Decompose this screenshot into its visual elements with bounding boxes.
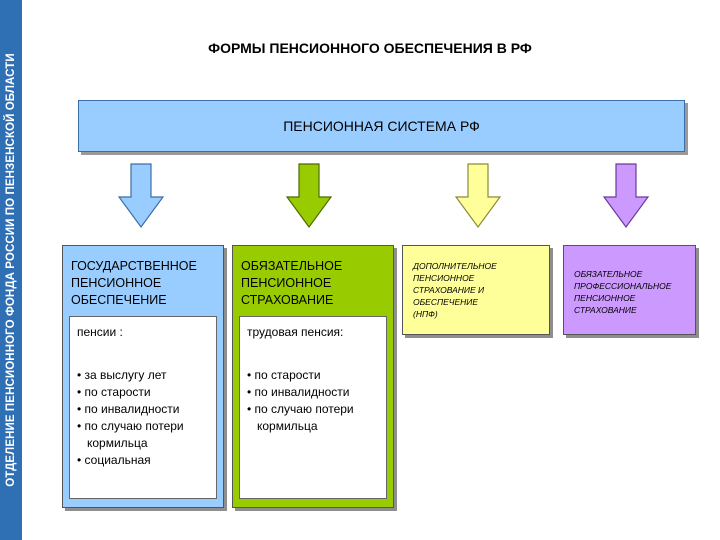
mandatory-insurance-list: по старости по инвалидности по случаю по… <box>247 367 386 435</box>
list-item: социальная <box>77 452 216 469</box>
arrow-down-icon <box>603 163 649 229</box>
list-item: по старости <box>77 384 216 401</box>
pension-system-label: ПЕНСИОННАЯ СИСТЕМА РФ <box>283 118 480 134</box>
mandatory-insurance-head: трудовая пенсия: <box>247 325 344 339</box>
page-title: ФОРМЫ ПЕНСИОННОГО ОБЕСПЕЧЕНИЯ В РФ <box>208 40 532 56</box>
arrow-down-icon <box>286 163 332 229</box>
list-item: за выслугу лет <box>77 367 216 384</box>
sidebar: ОТДЕЛЕНИЕ ПЕНСИОННОГО ФОНДА РОССИИ ПО ПЕ… <box>0 0 22 540</box>
list-item: по случаю потери кормильца <box>77 418 216 452</box>
mandatory-insurance-details: трудовая пенсия: по старости по инвалидн… <box>239 316 387 499</box>
state-pension-head: пенсии : <box>77 325 123 339</box>
list-item: по старости <box>247 367 386 384</box>
list-item: по случаю потери кормильца <box>247 401 386 435</box>
branch-mandatory-label: ОБЯЗАТЕЛЬНОЕ ПЕНСИОННОЕ СТРАХОВАНИЕ <box>241 259 343 307</box>
list-item: по инвалидности <box>77 401 216 418</box>
arrow-down-icon <box>455 163 501 229</box>
branch-state-label: ГОСУДАРСТВЕННОЕ ПЕНСИОННОЕ ОБЕСПЕЧЕНИЕ <box>71 259 197 307</box>
state-pension-list: за выслугу лет по старости по инвалиднос… <box>77 367 216 469</box>
arrow-down-icon <box>118 163 164 229</box>
branch-additional-insurance: ДОПОЛНИТЕЛЬНОЕ ПЕНСИОННОЕ СТРАХОВАНИЕ И … <box>402 245 550 335</box>
branch-additional-label: ДОПОЛНИТЕЛЬНОЕ ПЕНСИОННОЕ СТРАХОВАНИЕ И … <box>413 261 497 319</box>
branch-professional-insurance: ОБЯЗАТЕЛЬНОЕ ПРОФЕССИОНАЛЬНОЕ ПЕНСИОННОЕ… <box>563 245 696 335</box>
state-pension-details: пенсии : за выслугу лет по старости по и… <box>69 316 217 499</box>
branch-professional-label: ОБЯЗАТЕЛЬНОЕ ПРОФЕССИОНАЛЬНОЕ ПЕНСИОННОЕ… <box>574 269 672 315</box>
pension-system-box: ПЕНСИОННАЯ СИСТЕМА РФ <box>78 100 685 152</box>
sidebar-org-name: ОТДЕЛЕНИЕ ПЕНСИОННОГО ФОНДА РОССИИ ПО ПЕ… <box>5 53 17 487</box>
branch-state-pension: ГОСУДАРСТВЕННОЕ ПЕНСИОННОЕ ОБЕСПЕЧЕНИЕ п… <box>62 245 224 508</box>
list-item: по инвалидности <box>247 384 386 401</box>
branch-mandatory-insurance: ОБЯЗАТЕЛЬНОЕ ПЕНСИОННОЕ СТРАХОВАНИЕ труд… <box>232 245 394 508</box>
